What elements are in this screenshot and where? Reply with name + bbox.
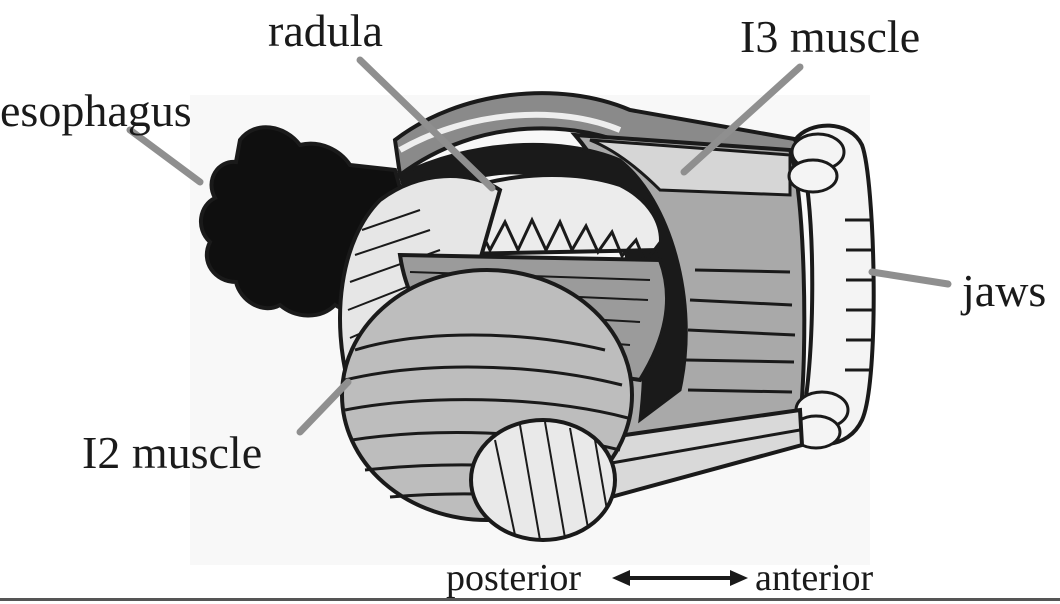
dorsal-band-edge [398,111,622,153]
direction-arrow [612,570,748,586]
leader-jaws [868,268,952,288]
label-posterior: posterior [446,557,582,599]
leader-radula [356,56,496,192]
bottom-rule [0,598,1060,601]
ventral-band-inner [599,428,801,467]
leader-esophagus [126,126,204,186]
leader-i3 [680,63,804,176]
leader-i2 [296,378,352,436]
label-jaws: jaws [962,265,1047,316]
label-radula: radula [268,5,383,56]
jaws-rings [787,132,850,450]
lower-sphere-shape [469,418,617,542]
jaws-shape [792,123,876,446]
label-i2-muscle: I2 muscle [82,427,263,478]
label-anterior: anterior [755,557,874,599]
jaws-segments [845,218,874,372]
leader-lines [126,56,952,436]
lower-sphere-lines [494,421,608,541]
label-esophagus: esophagus [0,85,192,136]
label-i3-muscle: I3 muscle [740,11,921,62]
